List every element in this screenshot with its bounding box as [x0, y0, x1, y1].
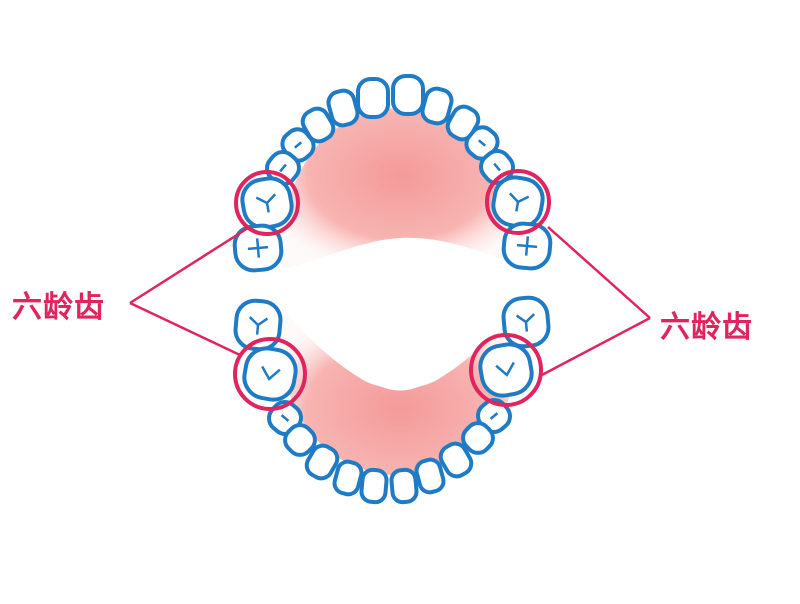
lower-tooth — [414, 457, 446, 495]
upper-tooth — [491, 175, 545, 229]
lower-tooth — [478, 342, 534, 398]
upper-teeth — [232, 74, 553, 273]
lower-tooth — [242, 346, 298, 402]
upper-tooth — [391, 74, 425, 116]
lower-floor — [280, 296, 520, 476]
lower-tooth — [438, 441, 474, 479]
lower-tooth — [332, 459, 364, 497]
upper-tooth — [356, 77, 390, 119]
upper-tooth — [501, 221, 553, 271]
lower-tooth — [304, 443, 340, 481]
highlight-circles — [233, 169, 551, 411]
leader-right-lower — [539, 316, 651, 378]
leader-lines — [129, 226, 651, 378]
upper-tooth — [240, 176, 294, 230]
lower-tooth — [359, 467, 389, 505]
highlight-upper-right — [485, 169, 551, 235]
leader-left-lower — [129, 301, 241, 357]
lower-tooth — [461, 421, 495, 455]
upper-palate — [270, 108, 530, 300]
lower-tooth — [283, 423, 317, 457]
upper-tooth — [232, 223, 284, 273]
label-six-year-molar-right: 六龄齿 — [660, 310, 753, 345]
highlight-upper-left — [234, 170, 300, 236]
leader-right-upper — [547, 226, 651, 319]
leader-left-upper — [129, 226, 249, 305]
upper-tooth — [326, 88, 360, 128]
highlight-lower-left — [233, 337, 307, 411]
upper-tooth — [420, 86, 454, 126]
lower-tooth — [389, 467, 419, 505]
label-six-year-molar-left: 六龄齿 — [12, 290, 105, 325]
highlight-lower-right — [469, 333, 543, 407]
